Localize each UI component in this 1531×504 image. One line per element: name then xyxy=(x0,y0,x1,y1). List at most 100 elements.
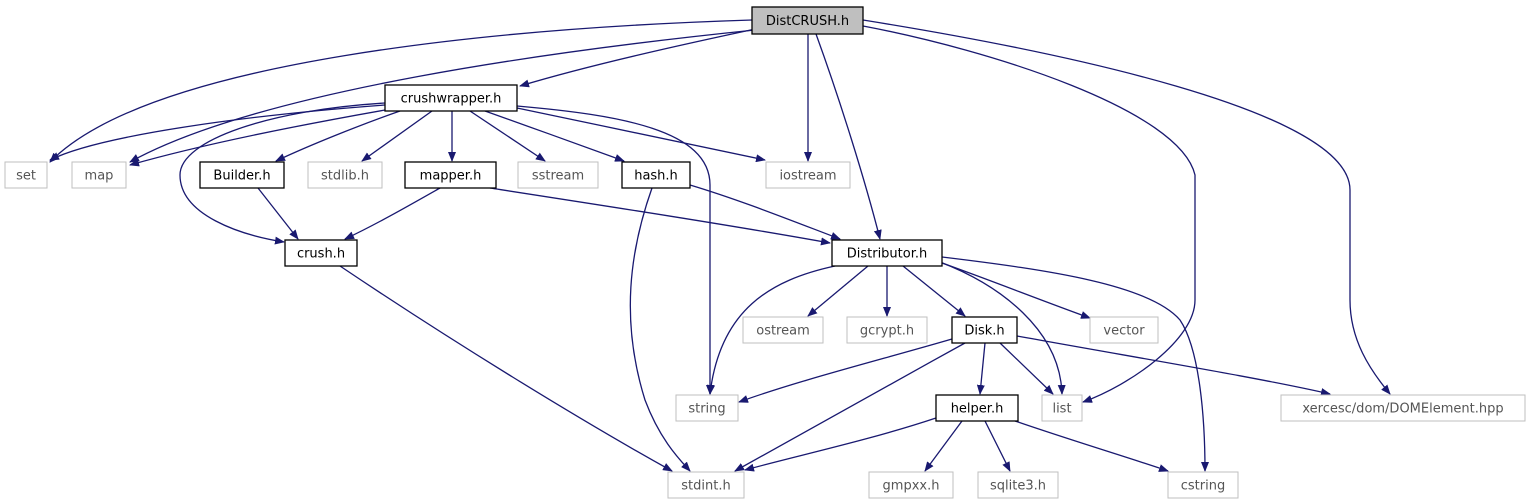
edge-distcrush-to-map xyxy=(129,29,756,163)
edge-helper-to-gmpxx xyxy=(924,420,963,472)
node-map: map xyxy=(71,161,127,189)
edge-disk-to-stdint xyxy=(734,342,966,472)
edge-line xyxy=(361,110,433,162)
node-helper[interactable]: helper.h xyxy=(935,394,1019,422)
edge-line xyxy=(516,105,714,395)
edge-crush-to-stdint xyxy=(339,265,673,472)
node-box xyxy=(846,316,928,344)
node-label: cstring xyxy=(1181,479,1225,494)
edge-line xyxy=(738,338,953,403)
node-label: Disk.h xyxy=(964,324,1004,339)
edge-line xyxy=(902,265,966,317)
node-crushwrapper[interactable]: crushwrapper.h xyxy=(384,84,518,112)
node-box xyxy=(935,394,1019,422)
node-label: set xyxy=(16,169,36,184)
node-label: gcrypt.h xyxy=(860,324,914,339)
edge-disk-to-string xyxy=(738,338,953,403)
node-label: helper.h xyxy=(951,402,1004,417)
edge-line xyxy=(707,265,836,395)
edge-helper-to-cstring xyxy=(1014,420,1169,472)
node-hash[interactable]: hash.h xyxy=(621,161,691,189)
node-box xyxy=(751,6,864,35)
edge-distributor-to-disk xyxy=(902,265,966,317)
node-box xyxy=(1041,394,1083,422)
edge-line xyxy=(1016,335,1331,396)
node-box xyxy=(742,316,824,344)
edge-distcrush-to-distributor xyxy=(815,33,882,240)
edge-line xyxy=(129,109,386,167)
edge-line xyxy=(941,262,1091,319)
node-set: set xyxy=(4,161,48,189)
node-box xyxy=(1089,316,1159,344)
edge-line xyxy=(629,187,691,472)
node-box xyxy=(868,471,954,499)
edge-disk-to-helper xyxy=(976,342,986,395)
node-mapper[interactable]: mapper.h xyxy=(404,161,497,189)
edges-layer xyxy=(49,19,1391,472)
edge-line xyxy=(689,184,841,240)
node-label: sstream xyxy=(532,169,584,184)
node-box xyxy=(977,471,1059,499)
edge-crushwrapper-to-hash xyxy=(484,110,625,162)
edge-distributor-to-vector xyxy=(941,262,1091,319)
edge-line xyxy=(941,256,1209,472)
edge-crushwrapper-to-set xyxy=(49,104,386,161)
edge-distcrush-to-xerces xyxy=(862,19,1391,395)
edge-line xyxy=(516,107,766,163)
node-builder[interactable]: Builder.h xyxy=(199,161,285,189)
node-sqlite3: sqlite3.h xyxy=(977,471,1059,499)
node-stdint: stdint.h xyxy=(667,471,745,499)
node-box xyxy=(4,161,48,189)
node-iostream: iostream xyxy=(765,161,851,189)
node-box xyxy=(1280,394,1526,422)
edge-line xyxy=(984,420,1011,472)
node-label: hash.h xyxy=(634,169,678,184)
node-label: xercesc/dom/DOMElement.hpp xyxy=(1302,402,1503,417)
edge-distcrush-to-set xyxy=(49,19,753,163)
node-distributor[interactable]: Distributor.h xyxy=(831,239,943,267)
node-box xyxy=(71,161,127,189)
edge-crushwrapper-to-map xyxy=(129,109,386,167)
node-box xyxy=(621,161,691,189)
nodes-layer: DistCRUSH.h crushwrapper.h set map Builder.h… xyxy=(4,6,1526,499)
edge-line xyxy=(484,110,625,162)
edge-distcrush-to-crushwrapper xyxy=(519,27,761,88)
node-crush[interactable]: crush.h xyxy=(284,239,358,267)
edge-line xyxy=(469,110,546,162)
node-box xyxy=(675,394,739,422)
edge-mapper-to-crush xyxy=(344,187,441,240)
node-xerces: xercesc/dom/DOMElement.hpp xyxy=(1280,394,1526,422)
edge-disk-to-list xyxy=(999,342,1054,395)
node-box xyxy=(284,239,358,267)
edge-line xyxy=(49,19,753,163)
node-list: list xyxy=(1041,394,1083,422)
edge-line xyxy=(744,417,937,472)
edge-crushwrapper-to-string xyxy=(516,105,714,395)
edge-crushwrapper-to-crush xyxy=(179,102,386,245)
node-label: crush.h xyxy=(297,247,345,262)
node-box xyxy=(307,161,383,189)
edge-helper-to-sqlite3 xyxy=(984,420,1011,472)
edge-line xyxy=(339,265,673,472)
node-label: gmpxx.h xyxy=(883,479,940,494)
node-label: mapper.h xyxy=(420,169,482,184)
edge-line xyxy=(734,342,966,472)
edge-builder-to-crush xyxy=(257,187,299,240)
node-label: iostream xyxy=(779,169,836,184)
edge-crushwrapper-to-builder xyxy=(275,110,401,162)
node-disk[interactable]: Disk.h xyxy=(951,316,1018,344)
node-label: Distributor.h xyxy=(847,247,928,262)
node-gmpxx: gmpxx.h xyxy=(868,471,954,499)
node-cstring: cstring xyxy=(1167,471,1239,499)
edge-disk-to-xerces xyxy=(1016,335,1331,396)
node-label: DistCRUSH.h xyxy=(766,14,849,29)
edge-helper-to-stdint xyxy=(744,417,937,472)
edge-distributor-to-list xyxy=(939,261,1066,395)
edge-hash-to-stdint xyxy=(629,187,691,472)
node-label: crushwrapper.h xyxy=(401,92,502,107)
node-box xyxy=(667,471,745,499)
edge-mapper-to-distributor xyxy=(489,187,831,246)
edge-line xyxy=(489,187,831,246)
edge-hash-to-distributor xyxy=(689,184,841,240)
